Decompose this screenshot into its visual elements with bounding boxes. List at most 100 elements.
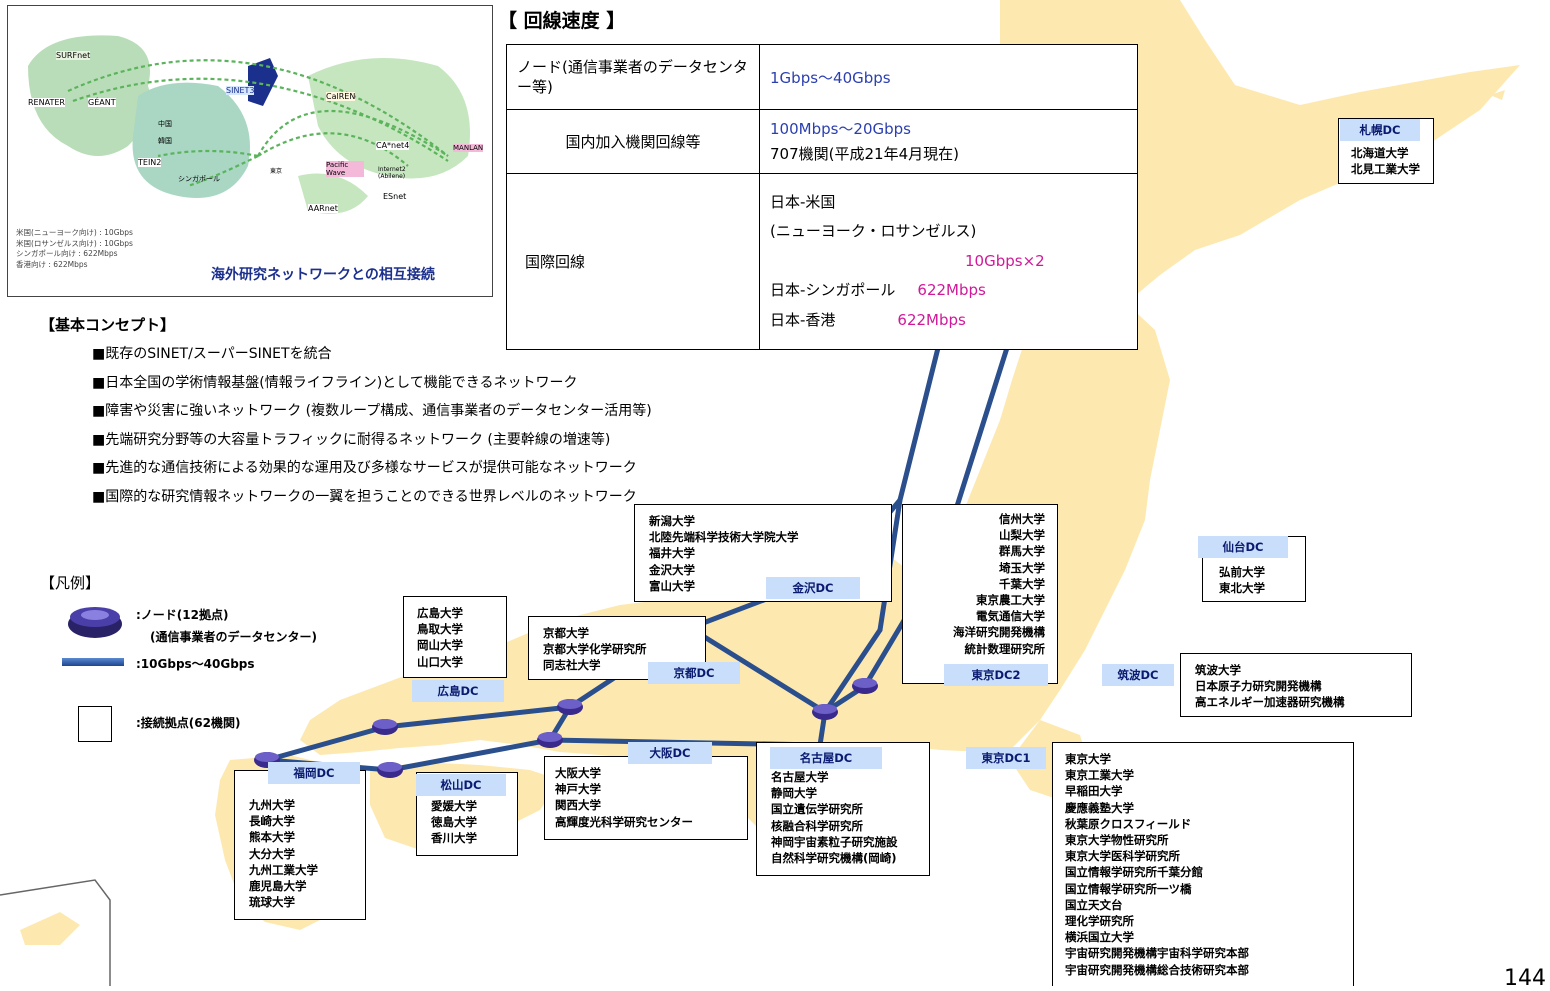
institution-box-kanazawa: 新潟大学 北陸先端科学技術大学院大学 福井大学 金沢大学 富山大学: [634, 504, 892, 602]
speed-table: ノード(通信事業者のデータセンター等) 1Gbps〜40Gbps 国内加入機関回…: [506, 44, 1138, 350]
speed-value-text: 707機関(平成21年4月現在): [770, 144, 959, 163]
institution-name: 琉球大学: [249, 895, 295, 910]
institution-box-tokyo2: 信州大学 山梨大学 群馬大学 埼玉大学 千葉大学 東京農工大学 電気通信大学 海…: [902, 504, 1058, 684]
institution-name: 神戸大学: [555, 782, 601, 797]
inset-label: MANLAN: [453, 144, 484, 152]
institution-name: 大分大学: [249, 846, 295, 861]
speed-row-label: ノード(通信事業者のデータセンター等): [506, 44, 760, 110]
speed-row-value: 100Mbps〜20Gbps 707機関(平成21年4月現在): [759, 109, 1138, 174]
institution-name: 慶應義塾大学: [1065, 800, 1134, 815]
legend-line-swatch: [62, 658, 124, 666]
concept-title: 【基本コンセプト】: [40, 316, 176, 334]
institution-box-tsukuba: 筑波大学 日本原子力研究開発機構 高エネルギー加速器研究機構: [1180, 653, 1412, 717]
institution-box-tokyo1: 東京大学 東京工業大学 早稲田大学 慶應義塾大学 秋葉原クロスフィールド 東京大…: [1052, 742, 1354, 986]
institution-name: 香川大学: [431, 831, 477, 846]
router-node-icon: [557, 699, 583, 715]
inset-link-speeds: 米国(ニューヨーク向け) : 10Gbps 米国(ロサンゼルス向け) : 10G…: [16, 228, 133, 270]
inset-caption: 海外研究ネットワークとの相互接続: [211, 267, 435, 283]
institution-name: 国立遺伝学研究所: [771, 802, 863, 817]
dc-label-tsukuba: 筑波DC: [1102, 664, 1174, 686]
concept-item: ■先端研究分野等の大容量トラフィックに耐得るネットワーク (主要幹線の増速等): [92, 431, 611, 448]
institution-box-fukuoka: 九州大学 長崎大学 熊本大学 大分大学 九州工業大学 鹿児島大学 琉球大学: [234, 770, 366, 920]
institution-name: 理化学研究所: [1065, 914, 1134, 929]
institution-name: 統計数理研究所: [964, 641, 1046, 656]
institution-name: 高輝度光科学研究センター: [555, 814, 693, 829]
institution-name: 同志社大学: [543, 658, 601, 673]
dc-label-osaka: 大阪DC: [628, 742, 712, 764]
speed-value-text: 日本-香港: [770, 310, 836, 329]
institution-name: 電気通信大学: [976, 609, 1045, 624]
speed-title: 【 回線速度 】: [498, 10, 626, 32]
concept-item: ■日本全国の学術情報基盤(情報ライフライン)として機能できるネットワーク: [92, 374, 578, 391]
legend-node-sublabel: (通信事業者のデータセンター): [150, 630, 317, 644]
router-node-icon: [372, 719, 398, 735]
institution-name: 信州大学: [999, 512, 1045, 526]
dc-label-matsuyama: 松山DC: [416, 774, 506, 796]
dc-label-sapporo: 札幌DC: [1340, 119, 1420, 141]
institution-name: 核融合科学研究所: [771, 818, 863, 833]
institution-name: 東京大学医科学研究所: [1065, 849, 1180, 864]
legend-node-icon: [68, 607, 122, 638]
dc-label-fukuoka: 福岡DC: [268, 762, 360, 784]
speed-value-text: 100Mbps〜20Gbps: [770, 119, 911, 138]
institution-name: 北海道大学: [1351, 146, 1409, 160]
inset-label: ESnet: [383, 192, 407, 201]
institution-name: 宇宙研究開発機構総合技術研究本部: [1065, 962, 1249, 977]
institution-name: 富山大学: [649, 578, 695, 593]
institution-name: 鳥取大学: [417, 622, 463, 637]
institution-name: 筑波大学: [1195, 663, 1241, 677]
concept-list: ■既存のSINET/スーパーSINETを統合 ■日本全国の学術情報基盤(情報ライ…: [92, 340, 652, 511]
speed-value-text: (ニューヨーク・ロサンゼルス): [770, 222, 977, 241]
inset-label: 中国: [158, 120, 172, 128]
institution-name: 熊本大学: [249, 830, 295, 845]
inset-label: Internet2 (Abilene): [378, 166, 406, 180]
inset-label: AARnet: [308, 204, 338, 213]
institution-name: 東京大学物性研究所: [1065, 833, 1169, 848]
speed-value-text: 日本-米国: [770, 192, 836, 211]
institution-name: 国立情報学研究所千葉分館: [1065, 865, 1203, 880]
institution-box-hiroshima: 広島大学 鳥取大学 岡山大学 山口大学: [403, 596, 507, 678]
speed-row-value: 日本-米国 (ニューヨーク・ロサンゼルス) 10Gbps×2 日本-シンガポール…: [759, 173, 1138, 350]
international-connections-inset: SURFnet RENATER GÉANT SINET3 CalREN 中国 韓…: [7, 5, 493, 297]
dc-label-kyoto: 京都DC: [648, 662, 740, 684]
institution-name: 千葉大学: [999, 576, 1045, 591]
institution-name: 神岡宇宙素粒子研究施設: [771, 834, 898, 849]
legend-site-swatch: [78, 706, 112, 742]
dc-label-sendai: 仙台DC: [1198, 536, 1288, 558]
institution-name: 新潟大学: [649, 514, 695, 528]
concept-item: ■先進的な通信技術による効果的な運用及び多様なサービスが提供可能なネットワーク: [92, 460, 637, 476]
institution-name: 鹿児島大学: [249, 879, 307, 894]
institution-name: 広島大学: [417, 606, 463, 620]
institution-name: 日本原子力研究開発機構: [1195, 679, 1322, 694]
inset-label: SURFnet: [56, 51, 91, 60]
dc-label-tokyo2: 東京DC2: [944, 664, 1048, 686]
router-node-icon: [852, 678, 878, 694]
speed-row-label: 国際回線: [506, 173, 760, 350]
institution-name: 名古屋大学: [771, 770, 829, 784]
concept-item: ■既存のSINET/スーパーSINETを統合: [92, 346, 332, 362]
institution-name: 長崎大学: [249, 814, 295, 829]
institution-name: 九州工業大学: [249, 862, 318, 877]
inset-speed-line: 米国(ニューヨーク向け) : 10Gbps: [16, 228, 133, 237]
institution-name: 静岡大学: [771, 786, 817, 801]
institution-name: 徳島大学: [431, 815, 477, 830]
institution-name: 愛媛大学: [431, 799, 477, 813]
speed-row: 国内加入機関回線等 100Mbps〜20Gbps 707機関(平成21年4月現在…: [506, 109, 1138, 174]
institution-name: 自然科学研究機構(岡崎): [771, 851, 897, 866]
legend-title: 【凡例】: [40, 574, 101, 592]
inset-label: Pacific Wave: [326, 161, 364, 177]
institution-name: 金沢大学: [649, 562, 695, 577]
institution-name: 東京工業大学: [1065, 768, 1134, 783]
institution-name: 国立天文台: [1065, 897, 1123, 912]
inset-speed-line: 香港向け : 622Mbps: [16, 259, 88, 269]
institution-name: 京都大学化学研究所: [543, 642, 647, 657]
institution-name: 福井大学: [649, 546, 695, 561]
institution-name: 岡山大学: [417, 638, 463, 653]
legend-node-label: :ノード(12拠点): [136, 608, 229, 622]
institution-name: 関西大学: [555, 798, 601, 813]
speed-value-text: 1Gbps〜40Gbps: [770, 68, 891, 87]
concept-item: ■障害や災害に強いネットワーク (複数ループ構成、通信事業者のデータセンター活用…: [92, 403, 652, 419]
divider-line: [0, 879, 111, 986]
